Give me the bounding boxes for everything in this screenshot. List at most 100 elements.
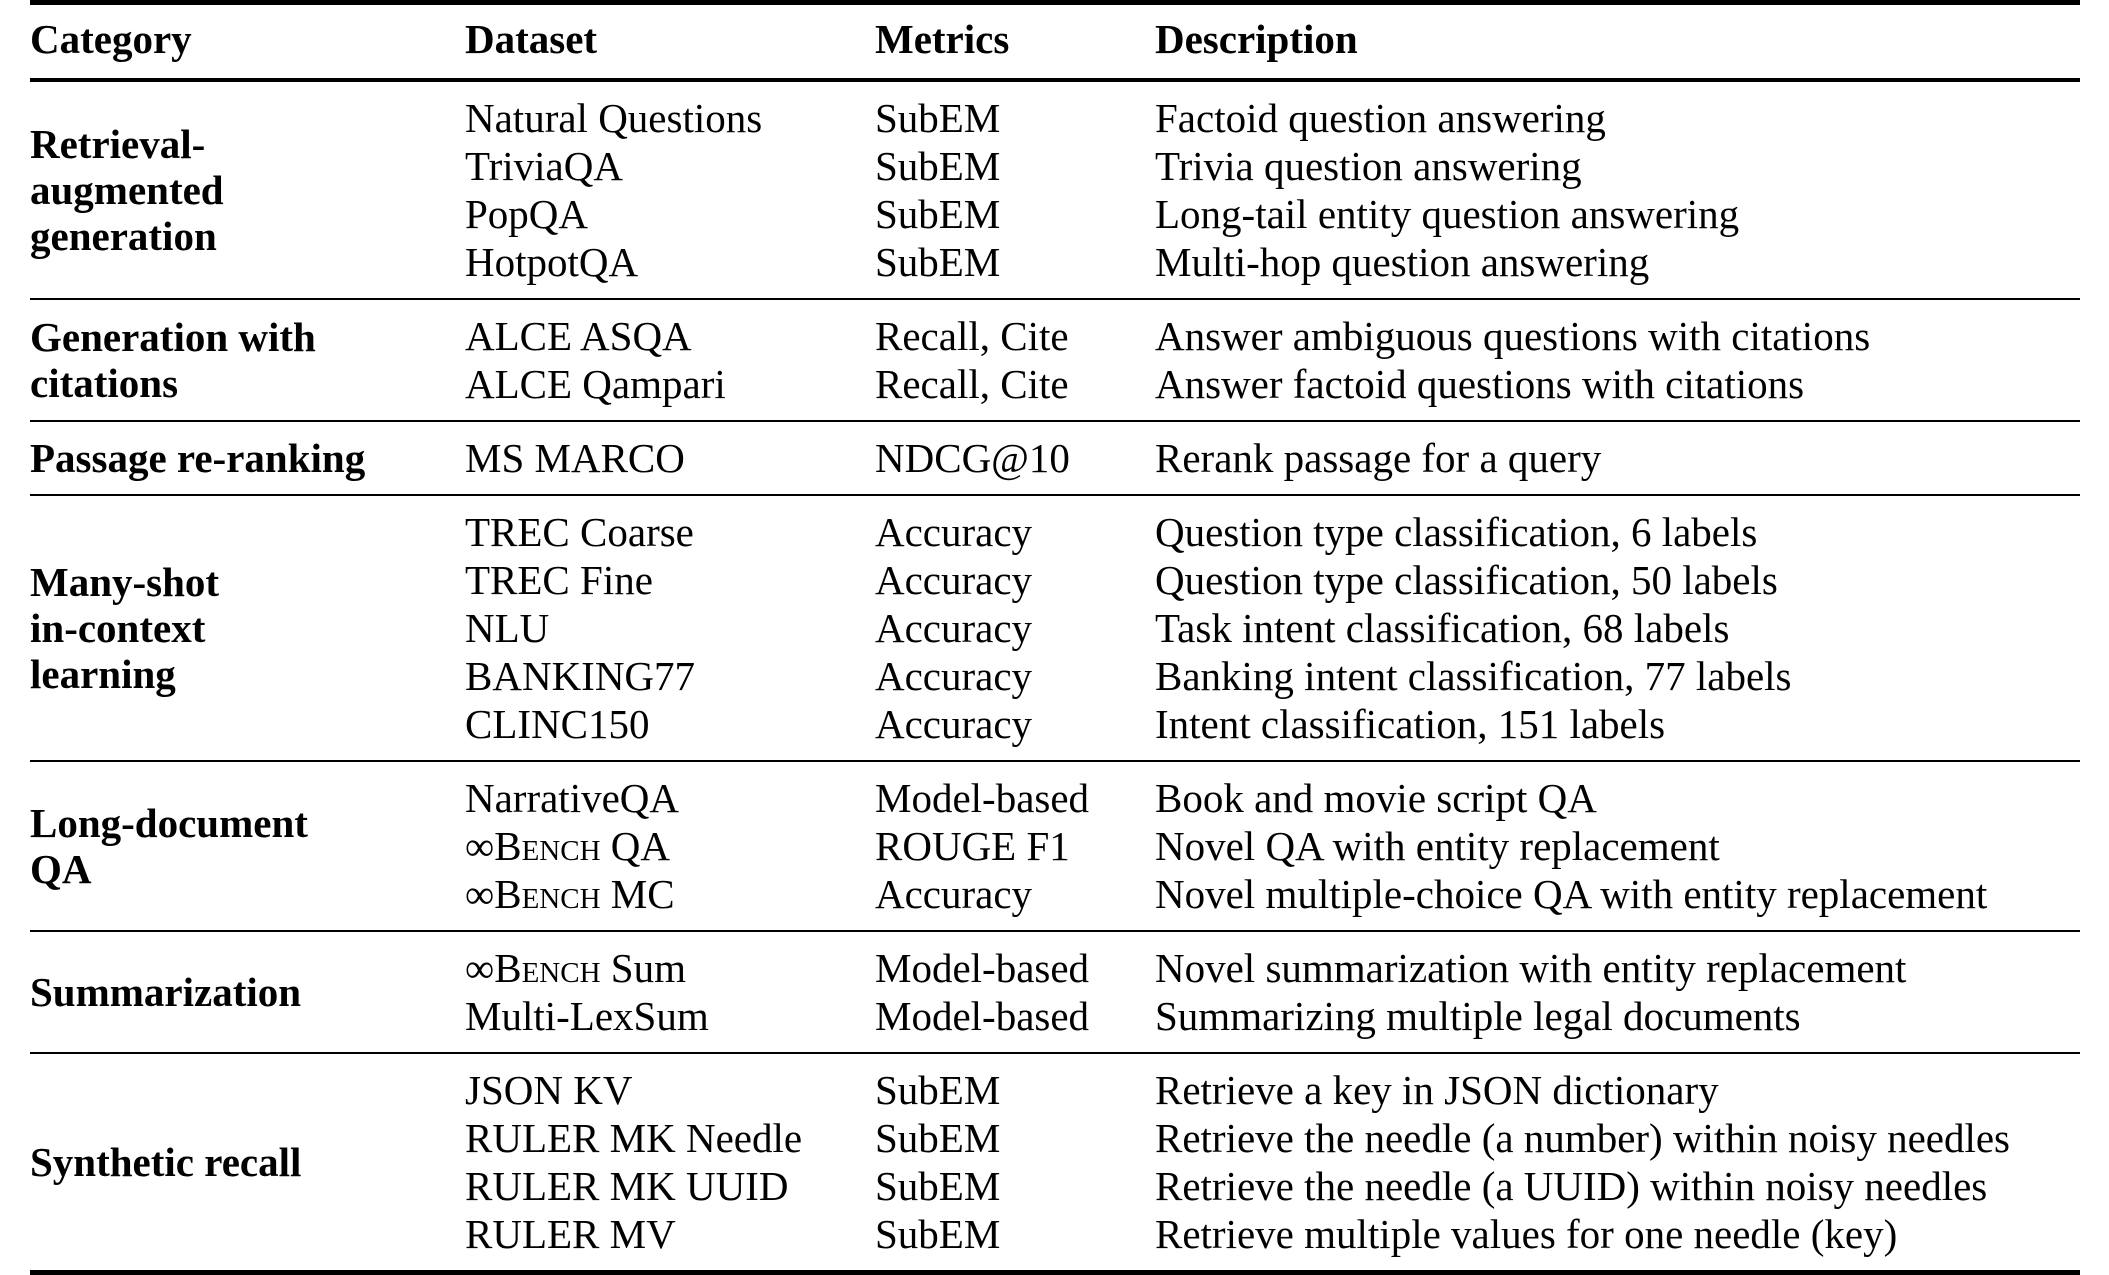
description-value: Task intent classification, 68 labels bbox=[1155, 605, 1730, 651]
description-value: Novel multiple-choice QA with entity rep… bbox=[1155, 871, 1988, 917]
dataset-value: Natural Questions bbox=[465, 95, 763, 141]
metrics-value: Accuracy bbox=[875, 557, 1033, 603]
benchmark-table: Category Dataset Metrics Description Ret… bbox=[30, 0, 2080, 1275]
rule-header bbox=[30, 76, 2080, 82]
metrics-value: Recall, Cite bbox=[875, 361, 1069, 407]
table-header: Category Dataset Metrics Description bbox=[30, 0, 2080, 82]
metrics-value: SubEM bbox=[875, 1163, 1001, 1209]
description-value: Intent classification, 151 labels bbox=[1155, 701, 1666, 747]
description-cell: Novel summarization with entity replacem… bbox=[1155, 931, 2080, 1052]
metrics-value: Model-based bbox=[875, 993, 1090, 1039]
dataset-value: TREC Fine bbox=[465, 557, 653, 603]
description-value: Trivia question answering bbox=[1155, 143, 1582, 189]
category-cell: Synthetic recall bbox=[30, 1053, 465, 1270]
metrics-value: NDCG@10 bbox=[875, 435, 1070, 481]
description-value: Long-tail entity question answering bbox=[1155, 191, 1740, 237]
category-label-line: Summarization bbox=[30, 969, 302, 1015]
metrics-value: Accuracy bbox=[875, 509, 1033, 555]
category-label-line: Many-shot bbox=[30, 559, 220, 605]
description-value: Retrieve the needle (a UUID) within nois… bbox=[1155, 1163, 1988, 1209]
metrics-cell: NDCG@10 bbox=[875, 421, 1155, 494]
description-cell: Rerank passage for a query bbox=[1155, 421, 2080, 494]
metrics-value: SubEM bbox=[875, 1067, 1001, 1113]
metrics-value: Model-based bbox=[875, 945, 1090, 991]
header-row: Category Dataset Metrics Description bbox=[30, 3, 2080, 77]
dataset-value: Multi-LexSum bbox=[465, 993, 709, 1039]
dataset-cell: NarrativeQA∞BENCH QA∞BENCH MC bbox=[465, 761, 875, 930]
category-label-line: Generation with bbox=[30, 314, 316, 360]
description-value: Novel summarization with entity replacem… bbox=[1155, 945, 1907, 991]
category-label-line: learning bbox=[30, 651, 176, 697]
category-label-line: Long-document bbox=[30, 800, 308, 846]
description-value: Book and movie script QA bbox=[1155, 775, 1597, 821]
metrics-value: Recall, Cite bbox=[875, 313, 1069, 359]
column-header-description: Description bbox=[1155, 16, 1358, 62]
dataset-value: RULER MK UUID bbox=[465, 1163, 789, 1209]
dataset-value: NLU bbox=[465, 605, 550, 651]
category-label-line: Passage re-ranking bbox=[30, 435, 366, 481]
dataset-value: TriviaQA bbox=[465, 143, 623, 189]
dataset-value: RULER MK Needle bbox=[465, 1115, 803, 1161]
column-header-metrics: Metrics bbox=[875, 16, 1010, 62]
metrics-value: SubEM bbox=[875, 239, 1001, 285]
table-section: Passage re-ranking MS MARCO NDCG@10 Rerank … bbox=[30, 421, 2080, 494]
category-label-line: Synthetic recall bbox=[30, 1139, 302, 1185]
metrics-value: Accuracy bbox=[875, 871, 1033, 917]
category-cell: Passage re-ranking bbox=[30, 421, 465, 494]
metrics-value: Model-based bbox=[875, 775, 1090, 821]
description-value: Retrieve the needle (a number) within no… bbox=[1155, 1115, 2011, 1161]
dataset-value: MS MARCO bbox=[465, 435, 685, 481]
metrics-value: Accuracy bbox=[875, 701, 1033, 747]
category-label-line: QA bbox=[30, 846, 92, 892]
description-value: Factoid question answering bbox=[1155, 95, 1606, 141]
column-header-category: Category bbox=[30, 16, 192, 62]
metrics-value: SubEM bbox=[875, 95, 1001, 141]
rule-top bbox=[30, 0, 2080, 5]
category-label-line: Retrieval- bbox=[30, 121, 206, 167]
dataset-value: ∞BENCH Sum bbox=[465, 945, 686, 991]
dataset-cell: MS MARCO bbox=[465, 421, 875, 494]
description-value: Rerank passage for a query bbox=[1155, 435, 1602, 481]
metrics-value: Accuracy bbox=[875, 605, 1033, 651]
metrics-value: SubEM bbox=[875, 1115, 1001, 1161]
description-cell: Answer ambiguous questions with citation… bbox=[1155, 299, 2080, 420]
description-value: Answer factoid questions with citations bbox=[1155, 361, 1805, 407]
metrics-value: SubEM bbox=[875, 1211, 1001, 1257]
rule-bottom bbox=[30, 1268, 2080, 1275]
dataset-value: TREC Coarse bbox=[465, 509, 694, 555]
description-value: Retrieve a key in JSON dictionary bbox=[1155, 1067, 1719, 1113]
dataset-value: NarrativeQA bbox=[465, 775, 680, 821]
category-label-line: citations bbox=[30, 360, 179, 406]
dataset-value: JSON KV bbox=[465, 1067, 633, 1113]
description-value: Banking intent classification, 77 labels bbox=[1155, 653, 1792, 699]
description-value: Answer ambiguous questions with citation… bbox=[1155, 313, 1871, 359]
dataset-value: ∞BENCH QA bbox=[465, 823, 670, 869]
description-value: Question type classification, 50 labels bbox=[1155, 557, 1778, 603]
description-value: Summarizing multiple legal documents bbox=[1155, 993, 1801, 1039]
dataset-value: ALCE ASQA bbox=[465, 313, 692, 359]
dataset-value: BANKING77 bbox=[465, 653, 696, 699]
description-value: Question type classification, 6 labels bbox=[1155, 509, 1758, 555]
